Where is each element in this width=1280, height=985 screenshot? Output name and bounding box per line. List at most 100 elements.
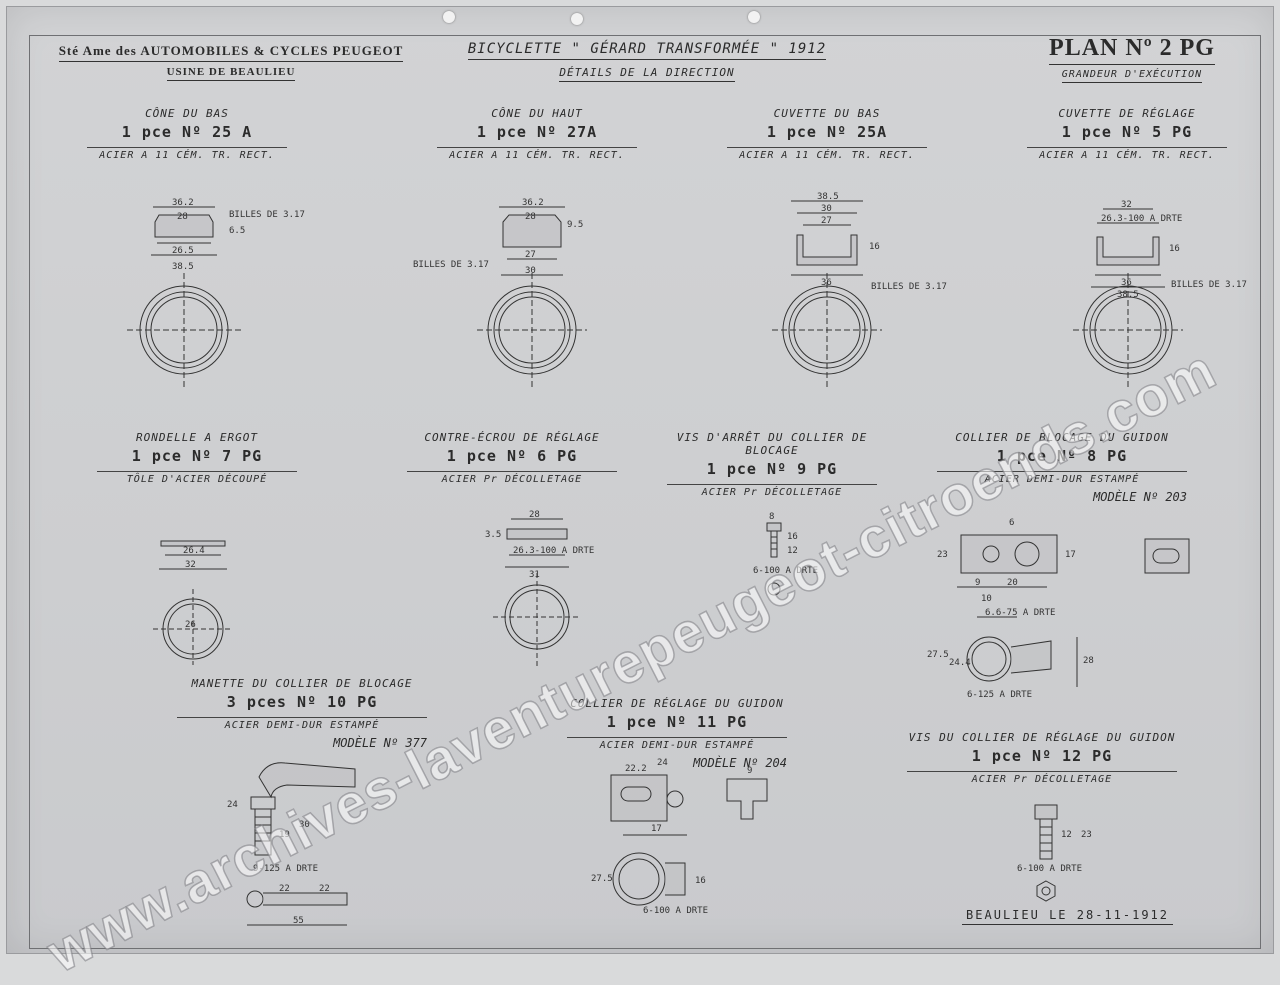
dim-label: 28 (177, 212, 188, 222)
company-name: Sté Ame des AUTOMOBILES & CYCLES PEUGEOT (58, 43, 404, 62)
part-material: ACIER Pr DÉCOLLETAGE (907, 771, 1177, 787)
part-material: ACIER DEMI-DUR ESTAMPÉ (567, 737, 787, 753)
dim-label: 27 (821, 216, 832, 226)
part-cuvette-du-bas: CUVETTE DU BAS 1 pce Nº 25A ACIER A 11 C… (727, 107, 927, 163)
scale-note: GRANDEUR D'EXÉCUTION (1061, 69, 1203, 83)
part-number: 1 pce Nº 7 PG (131, 447, 263, 465)
part-model: MODÈLE Nº 203 (1093, 490, 1187, 504)
drawing-vis-arret: 8 16 12 6-100 A DRTE (753, 512, 818, 607)
dim-label: 36.2 (172, 198, 194, 208)
dim-label: 31 (529, 570, 540, 580)
part-vis-collier-reglage: VIS DU COLLIER DE RÉGLAGE DU GUIDON 1 pc… (907, 731, 1177, 787)
dim-label: 30 (821, 204, 832, 214)
dim-label: 19 (279, 830, 290, 840)
part-number: 1 pce Nº 5 PG (1061, 123, 1193, 141)
dim-label: 24 (227, 800, 238, 810)
dim-label: 23 (937, 550, 948, 560)
part-title: VIS D'ARRÊT DU COLLIER DE BLOCAGE (676, 431, 868, 457)
dim-label: 36 (1121, 278, 1132, 288)
dim-label: 28 (1083, 656, 1094, 666)
drawing-contre-ecrou: 28 26.3-100 A DRTE 31 3.5 (485, 510, 594, 677)
part-contre-ecrou: CONTRE-ÉCROU DE RÉGLAGE 1 pce Nº 6 PG AC… (407, 431, 617, 487)
dim-label: 6.6-75 A DRTE (985, 608, 1055, 618)
dim-label: 10 (981, 594, 992, 604)
dim-label: 6-100 A DRTE (753, 566, 818, 576)
part-collier-de-reglage: COLLIER DE RÉGLAGE DU GUIDON 1 pce Nº 11… (567, 697, 787, 770)
dim-label: 9-125 A DRTE (253, 864, 318, 874)
part-title: CÔNE DU HAUT (491, 107, 583, 120)
plan-number: PLAN Nº 2 PG (1049, 35, 1215, 65)
works-name: USINE DE BEAULIEU (166, 66, 296, 81)
pin-hole (571, 13, 583, 25)
part-model: MODÈLE Nº 204 (693, 756, 787, 770)
part-cone-du-haut: CÔNE DU HAUT 1 pce Nº 27A ACIER A 11 CÉM… (437, 107, 637, 163)
drawing-title: BICYCLETTE " GÉRARD TRANSFORMÉE " 1912 (467, 41, 827, 60)
part-material: ACIER Pr DÉCOLLETAGE (667, 484, 877, 500)
part-title: COLLIER DE RÉGLAGE DU GUIDON (570, 697, 784, 710)
dim-label: 9 (747, 766, 752, 776)
part-material: ACIER DEMI-DUR ESTAMPÉ (177, 717, 427, 733)
dim-label: 22 (319, 884, 330, 894)
dim-label: 28 (525, 212, 536, 222)
dim-label: 23 (1081, 830, 1092, 840)
part-cone-du-bas: CÔNE DU BAS 1 pce Nº 25 A ACIER A 11 CÉM… (87, 107, 287, 163)
part-number: 1 pce Nº 8 PG (996, 447, 1128, 465)
dim-label: 16 (695, 876, 706, 886)
part-number: 1 pce Nº 9 PG (706, 460, 838, 478)
dim-label: 6 (1009, 518, 1014, 528)
drawing-rondelle: 26.4 32 26 (147, 537, 267, 667)
dim-label: 28 (529, 510, 540, 520)
dim-label: 22.2 (625, 764, 647, 774)
part-rondelle-a-ergot: RONDELLE A ERGOT 1 pce Nº 7 PG TÔLE D'AC… (97, 431, 297, 487)
dim-label: 17 (1065, 550, 1076, 560)
dim-label: 26.5 (172, 246, 194, 256)
dim-label: 12 (787, 546, 798, 556)
dim-label: 26.3-100 A DRTE (1101, 214, 1182, 224)
part-cuvette-de-reglage: CUVETTE DE RÉGLAGE 1 pce Nº 5 PG ACIER A… (1027, 107, 1227, 163)
dim-label: 32 (185, 560, 196, 570)
dim-label: 3.5 (485, 530, 501, 540)
part-material: ACIER A 11 CÉM. TR. RECT. (1027, 147, 1227, 163)
part-material: ACIER A 11 CÉM. TR. RECT. (87, 147, 287, 163)
part-material: ACIER A 11 CÉM. TR. RECT. (727, 147, 927, 163)
part-title: RONDELLE A ERGOT (136, 431, 258, 444)
drawing-cone-du-haut: 36.2 28 27 30 BILLES DE 3.17 9.5 (413, 198, 627, 397)
dim-label: 26 (185, 620, 196, 630)
part-material: ACIER Pr DÉCOLLETAGE (407, 471, 617, 487)
dim-label: BILLES DE 3.17 (229, 210, 305, 220)
part-number: 1 pce Nº 27A (476, 123, 598, 141)
dim-label: 22 (279, 884, 290, 894)
dim-label: 24 (657, 758, 668, 768)
dim-label: 8 (769, 512, 774, 522)
drawing-frame (29, 35, 1261, 949)
dim-label: 55 (293, 916, 304, 926)
dim-label: 16 (869, 242, 880, 252)
dim-label: 30 (525, 266, 536, 276)
dim-label: BILLES DE 3.17 (413, 260, 489, 270)
dim-label: 36.2 (522, 198, 544, 208)
header-plan-block: PLAN Nº 2 PG GRANDEUR D'EXÉCUTION (1017, 35, 1247, 83)
drawing-cone-du-bas: 36.2 28 26.5 38.5 BILLES DE 3.17 6.5 (117, 198, 305, 397)
dim-label: BILLES DE 3.17 (871, 282, 947, 292)
part-number: 1 pce Nº 25A (766, 123, 888, 141)
dim-label: 26.4 (183, 546, 205, 556)
dim-label: 16 (1169, 244, 1180, 254)
dim-label: 6-100 A DRTE (643, 906, 708, 916)
dim-label: 9.5 (567, 220, 583, 230)
part-title: CUVETTE DE RÉGLAGE (1058, 107, 1196, 120)
dim-label: 32 (1121, 200, 1132, 210)
dim-label: 26.3-100 A DRTE (513, 546, 594, 556)
header-company-block: Sté Ame des AUTOMOBILES & CYCLES PEUGEOT… (51, 43, 411, 81)
dim-label: 38.5 (172, 262, 194, 272)
drawing-date: BEAULIEU LE 28-11-1912 (962, 908, 1173, 925)
part-number: 3 pces Nº 10 PG (226, 693, 378, 711)
dim-label: 12 (1061, 830, 1072, 840)
pin-hole (748, 11, 760, 23)
header-title-block: BICYCLETTE " GÉRARD TRANSFORMÉE " 1912 D… (437, 41, 857, 82)
dim-label: 6-125 A DRTE (967, 690, 1032, 700)
part-title: CONTRE-ÉCROU DE RÉGLAGE (424, 431, 600, 444)
dim-label: 38.5 (817, 192, 839, 202)
part-title: COLLIER DE BLOCAGE DU GUIDON (955, 431, 1169, 444)
dim-label: 30 (299, 820, 310, 830)
drawing-cuvette-de-reglage: 32 26.3-100 A DRTE 36 38.5 BILLES DE 3.1… (1067, 200, 1247, 397)
